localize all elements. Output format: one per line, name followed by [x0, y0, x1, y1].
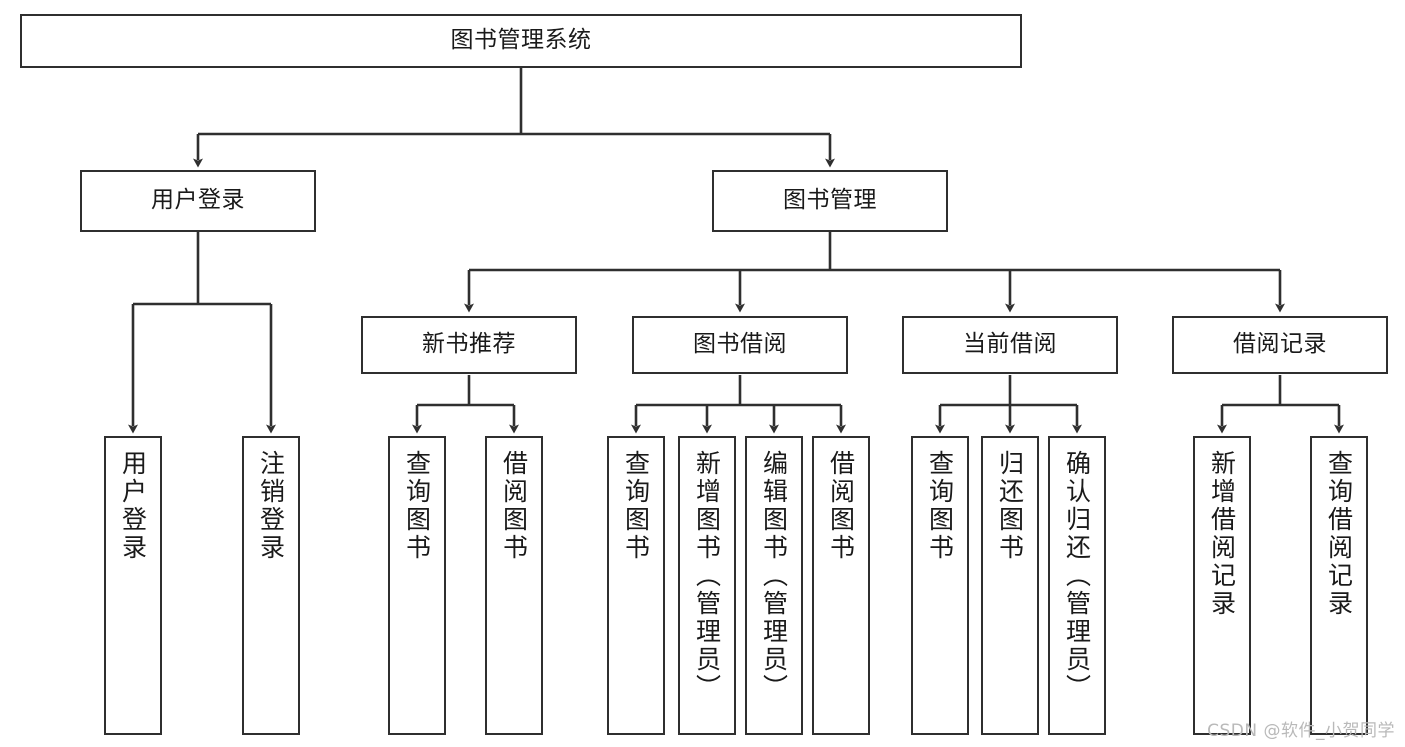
node-book-borrow[interactable]: 图书借阅	[632, 316, 848, 374]
node-current-borrow-label: 当前借阅	[963, 331, 1057, 358]
node-leaf-nb-query-book-label: 查询图书	[402, 450, 432, 562]
node-leaf-bb-add-book[interactable]: 新增图书（管理员）	[678, 436, 736, 735]
node-leaf-logout-label: 注销登录	[256, 450, 286, 562]
node-user-login[interactable]: 用户登录	[80, 170, 316, 232]
node-leaf-br-add-record-label: 新增借阅记录	[1207, 450, 1237, 618]
node-new-book-recommend[interactable]: 新书推荐	[361, 316, 577, 374]
node-leaf-nb-borrow-book[interactable]: 借阅图书	[485, 436, 543, 735]
node-book-management-label: 图书管理	[783, 187, 877, 214]
node-leaf-user-login[interactable]: 用户登录	[104, 436, 162, 735]
node-leaf-logout[interactable]: 注销登录	[242, 436, 300, 735]
node-leaf-cb-query-book[interactable]: 查询图书	[911, 436, 969, 735]
node-leaf-cb-return-book-label: 归还图书	[995, 450, 1025, 562]
csdn-watermark: CSDN @软件_小贺同学	[1207, 721, 1395, 741]
node-leaf-bb-edit-book[interactable]: 编辑图书（管理员）	[745, 436, 803, 735]
node-book-management[interactable]: 图书管理	[712, 170, 948, 232]
node-leaf-nb-borrow-book-label: 借阅图书	[499, 450, 529, 562]
node-leaf-cb-query-book-label: 查询图书	[925, 450, 955, 562]
node-leaf-bb-add-book-label: 新增图书（管理员）	[692, 450, 722, 702]
node-borrow-record[interactable]: 借阅记录	[1172, 316, 1388, 374]
node-leaf-bb-edit-book-label: 编辑图书（管理员）	[759, 450, 789, 702]
node-leaf-cb-confirm-return-label: 确认归还（管理员）	[1062, 450, 1092, 702]
node-leaf-br-query-record[interactable]: 查询借阅记录	[1310, 436, 1368, 735]
node-leaf-user-login-label: 用户登录	[118, 450, 148, 562]
node-leaf-bb-query-book[interactable]: 查询图书	[607, 436, 665, 735]
node-borrow-record-label: 借阅记录	[1233, 331, 1327, 358]
node-leaf-cb-confirm-return[interactable]: 确认归还（管理员）	[1048, 436, 1106, 735]
node-leaf-bb-borrow-book-label: 借阅图书	[826, 450, 856, 562]
node-root-system-label: 图书管理系统	[450, 27, 592, 54]
node-book-borrow-label: 图书借阅	[693, 331, 787, 358]
node-root-system[interactable]: 图书管理系统	[20, 14, 1022, 68]
node-leaf-bb-borrow-book[interactable]: 借阅图书	[812, 436, 870, 735]
node-current-borrow[interactable]: 当前借阅	[902, 316, 1118, 374]
node-new-book-recommend-label: 新书推荐	[422, 331, 516, 358]
node-leaf-br-add-record[interactable]: 新增借阅记录	[1193, 436, 1251, 735]
node-leaf-nb-query-book[interactable]: 查询图书	[388, 436, 446, 735]
node-leaf-bb-query-book-label: 查询图书	[621, 450, 651, 562]
node-leaf-cb-return-book[interactable]: 归还图书	[981, 436, 1039, 735]
node-leaf-br-query-record-label: 查询借阅记录	[1324, 450, 1354, 618]
node-user-login-label: 用户登录	[151, 187, 245, 214]
